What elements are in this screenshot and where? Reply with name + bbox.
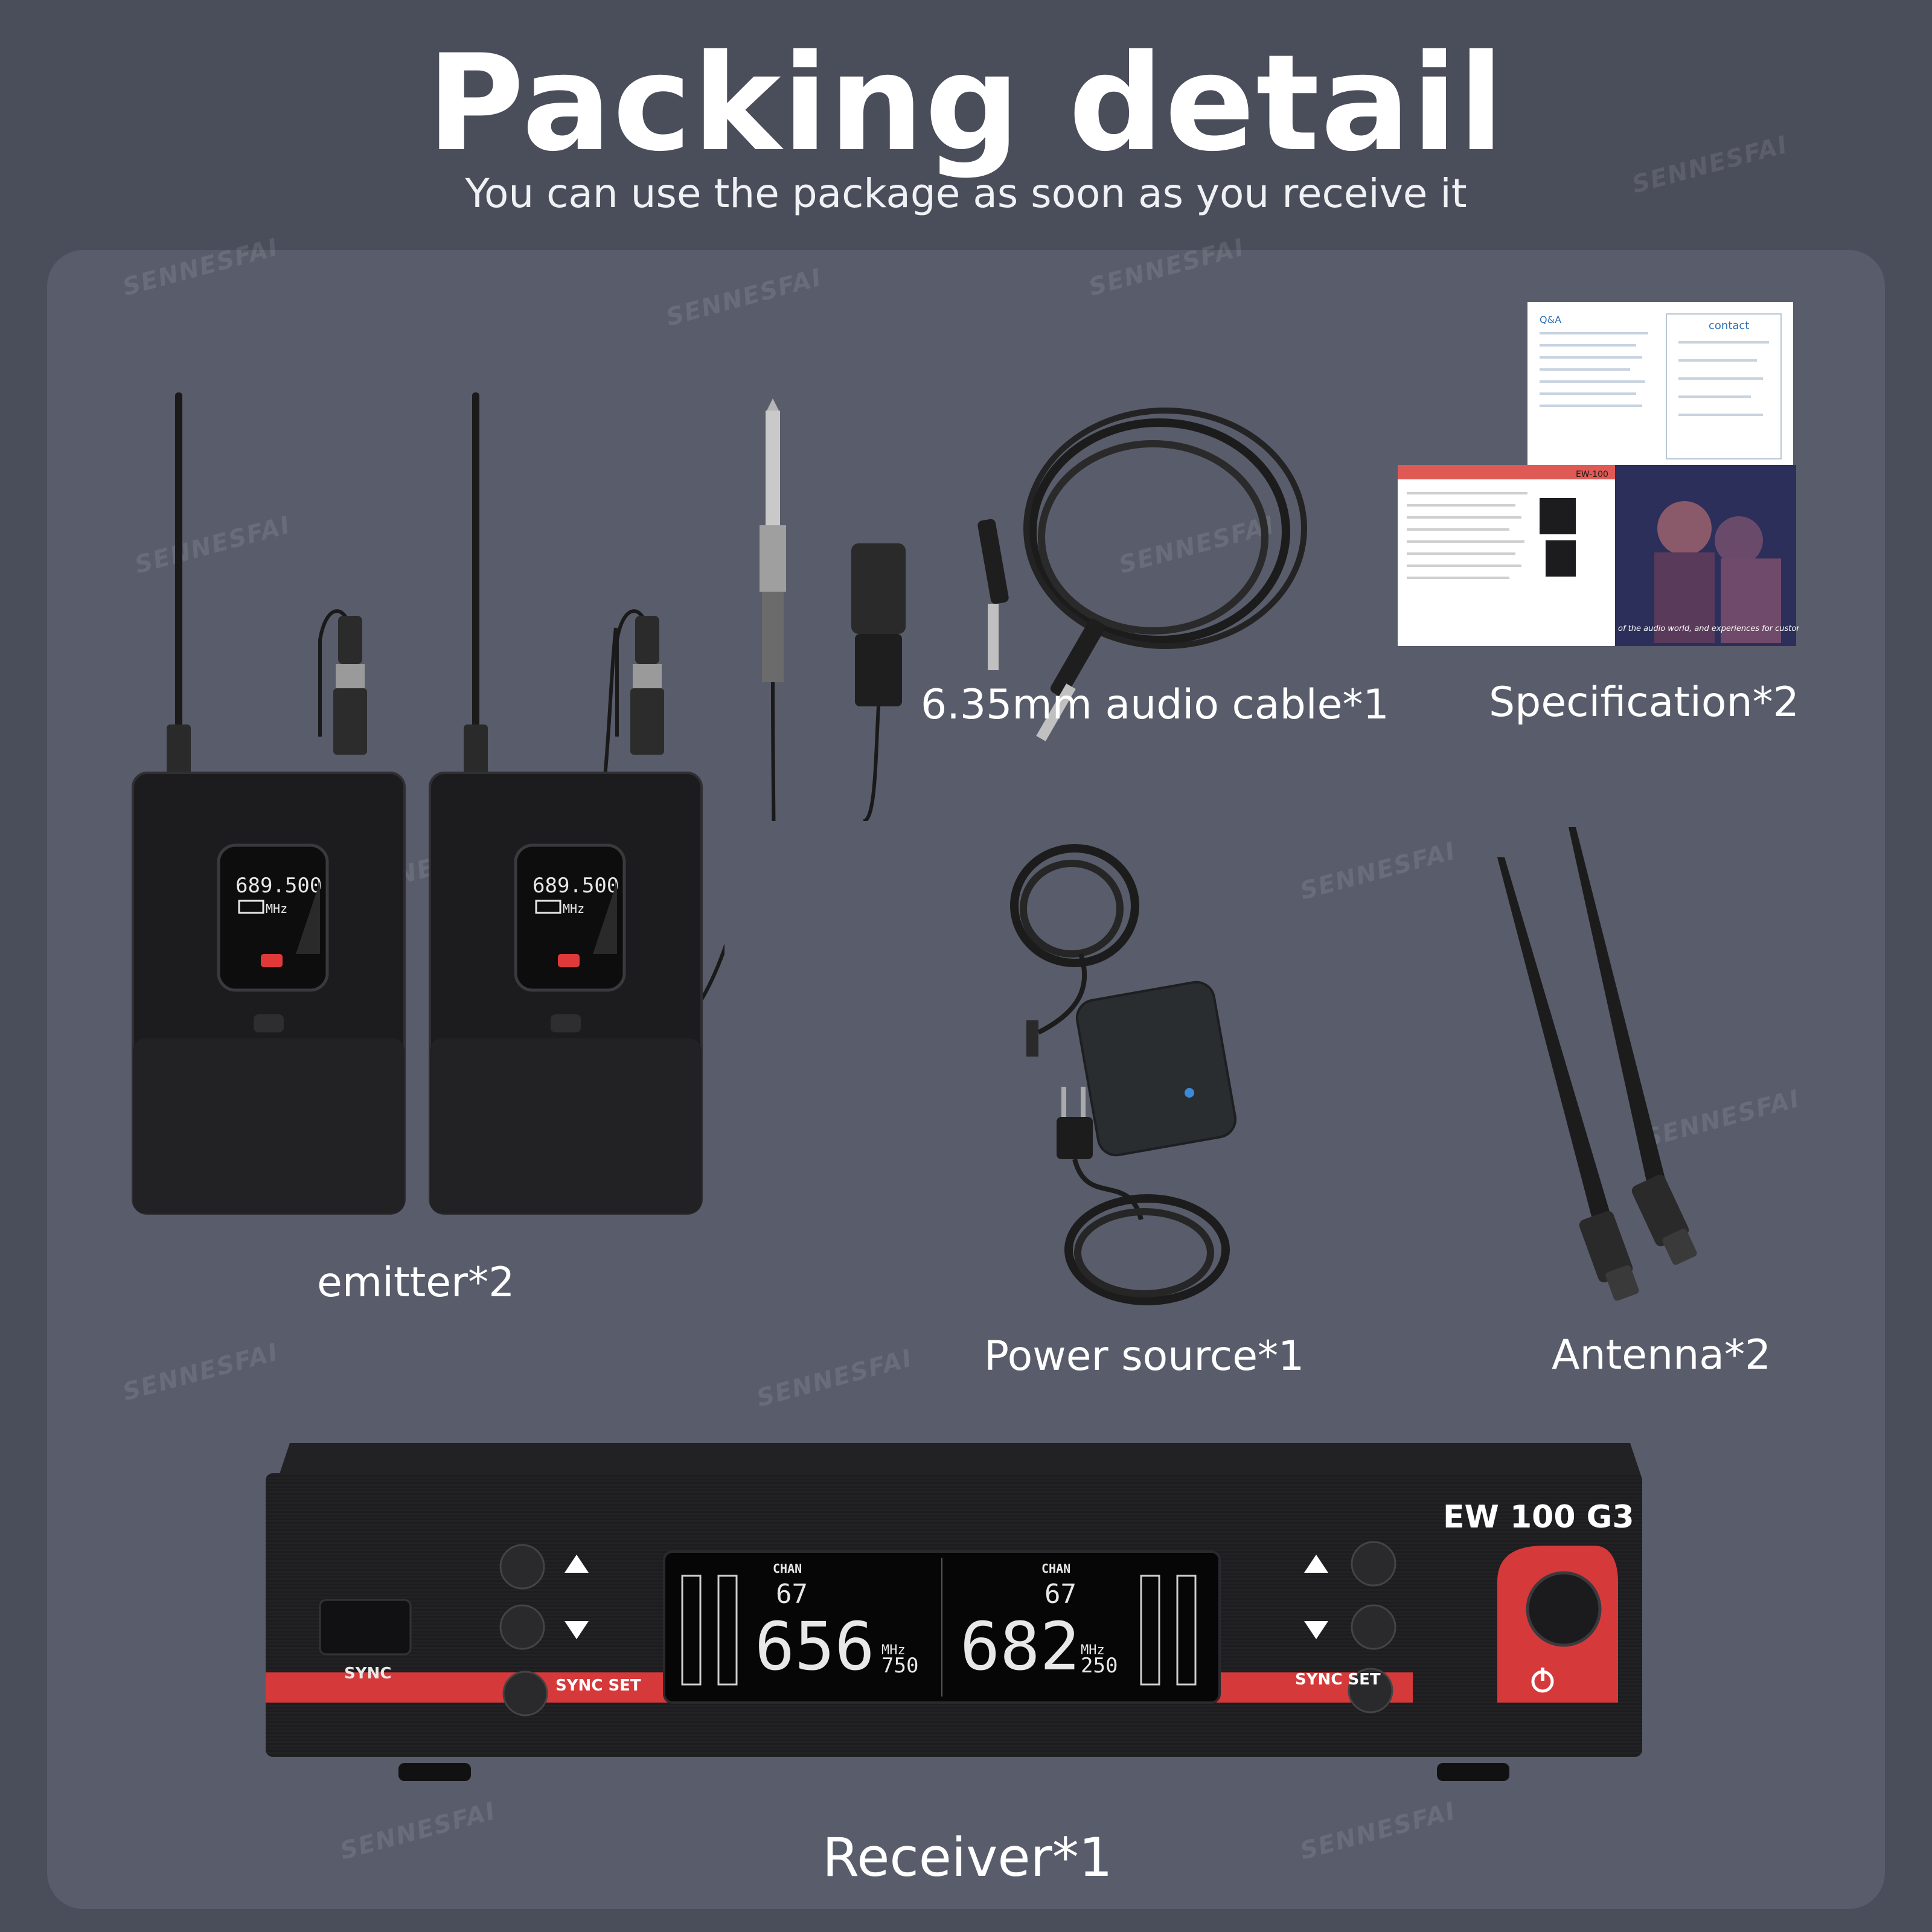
antenna-label: Antenna*2 xyxy=(1552,1331,1771,1379)
emitters-illustration: 689.500 MHz 689.500 MHz xyxy=(132,392,724,1215)
antenna-illustration xyxy=(1497,827,1697,1301)
antenna-2 xyxy=(1569,827,1697,1265)
receiver-brand: EW 100 G3 xyxy=(1443,1499,1634,1535)
receiver-sync-set-left: SYNC SET xyxy=(555,1677,641,1695)
emitter-2-unit: MHz xyxy=(563,901,584,916)
power-source-illustration xyxy=(1010,844,1237,1305)
receiver-sync-set-right: SYNC SET xyxy=(1295,1671,1381,1689)
manual-qa-title: Q&A xyxy=(1540,314,1561,325)
audio-cable-label: 6.35mm audio cable*1 xyxy=(921,681,1389,729)
antenna-1 xyxy=(1497,857,1639,1301)
power-source-label: Power source*1 xyxy=(984,1332,1305,1380)
emitter-2: 689.500 MHz xyxy=(429,392,703,1215)
receiver-illustration: SYNC SYNC SET CHAN 67 656 MHz 750 CHAN 6… xyxy=(266,1443,1642,1781)
page-subtitle: You can use the package as soon as you r… xyxy=(465,170,1467,217)
receiver-left-chan: 67 xyxy=(776,1579,808,1610)
receiver-label: Receiver*1 xyxy=(822,1826,1113,1889)
emitter-2-frequency: 689.500 xyxy=(533,874,619,898)
receiver-right-freq: 682 xyxy=(960,1608,1080,1685)
receiver-right-freq-dec: 250 xyxy=(1081,1654,1118,1678)
emitter-label: emitter*2 xyxy=(317,1259,515,1307)
power-icon xyxy=(1531,1668,1554,1693)
receiver-right-unit: MHz xyxy=(1081,1643,1105,1658)
receiver-left-chan-label: CHAN xyxy=(773,1561,802,1576)
receiver-left-freq-dec: 750 xyxy=(881,1654,918,1678)
specification-illustration: Q&A contact EW-100 of the audio world, a… xyxy=(1398,302,1799,646)
manual-model: EW-100 xyxy=(1576,470,1608,479)
receiver-left-unit: MHz xyxy=(881,1643,906,1658)
emitter-1-unit: MHz xyxy=(266,901,287,916)
receiver-right-chan: 67 xyxy=(1044,1579,1076,1610)
receiver-right-meter xyxy=(1140,1575,1197,1686)
receiver-right-chan-label: CHAN xyxy=(1041,1561,1070,1576)
receiver-left-freq: 656 xyxy=(755,1608,875,1685)
page-title: Packing detail xyxy=(427,26,1505,181)
manual-contact-title: contact xyxy=(1709,319,1749,332)
receiver-sync-label: SYNC xyxy=(344,1665,391,1683)
manual-tagline: of the audio world, and experiences for … xyxy=(1618,624,1799,633)
audio-cable-illustration xyxy=(760,398,1307,821)
emitter-1-frequency: 689.500 xyxy=(235,874,322,898)
specification-label: Specification*2 xyxy=(1489,679,1799,726)
emitter-1: 689.500 MHz xyxy=(132,392,406,1215)
receiver-left-meter xyxy=(681,1575,738,1686)
